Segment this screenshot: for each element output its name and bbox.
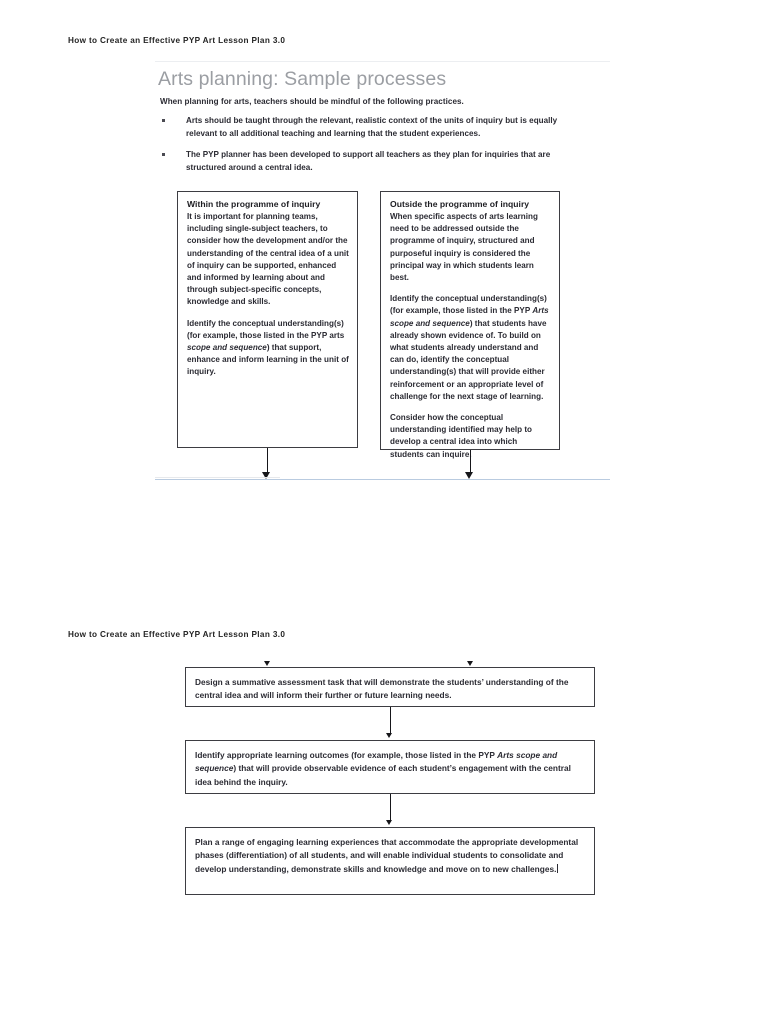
box-paragraph: Identify the conceptual understanding(s)… xyxy=(390,293,551,403)
paragraph-tail: ) that students have already shown evide… xyxy=(390,318,547,401)
bullet-marker-icon xyxy=(162,119,165,122)
flow-box-within-programme-of-inquiry: Within the programme of inquiry It is im… xyxy=(177,191,358,448)
section-top-rule xyxy=(155,61,610,62)
paragraph-italic-title: Arts scope and sequence xyxy=(390,306,549,328)
text-cursor-caret xyxy=(556,863,558,873)
list-item-text: Arts should be taught through the releva… xyxy=(186,116,558,138)
box-title: Within the programme of inquiry xyxy=(187,199,321,209)
flow-box-learning-experiences: Plan a range of engaging learning experi… xyxy=(185,827,595,895)
box-paragraph-text: Plan a range of engaging learning experi… xyxy=(195,837,579,874)
arrow-down-icon xyxy=(465,472,473,479)
box-paragraph: Identify appropriate learning outcomes (… xyxy=(195,749,584,789)
arrow-down-icon xyxy=(386,733,392,738)
connector-line-outside xyxy=(469,450,471,474)
box-paragraph: It is important for planning teams, incl… xyxy=(187,212,349,307)
arrow-down-icon xyxy=(467,661,473,666)
running-header-page-1: How to Create an Effective PYP Art Lesso… xyxy=(68,36,286,45)
box-paragraph: Design a summative assessment task that … xyxy=(195,677,569,701)
arrow-down-icon xyxy=(386,820,392,825)
arrow-down-icon xyxy=(262,472,270,479)
section-divider-rule xyxy=(155,479,610,481)
flow-box-outside-programme-of-inquiry: Outside the programme of inquiry When sp… xyxy=(380,191,560,459)
paragraph-tail: ) that will provide observable evidence … xyxy=(195,763,571,787)
paragraph-lead: Identify the conceptual understanding(s)… xyxy=(187,318,345,340)
bullet-marker-icon xyxy=(162,153,165,156)
box-paragraph: When specific aspects of arts learning n… xyxy=(390,212,538,283)
arrow-down-icon xyxy=(264,661,270,666)
box-title: Outside the programme of inquiry xyxy=(390,199,530,209)
page-title: Arts planning: Sample processes xyxy=(158,68,447,90)
list-item: Arts should be taught through the releva… xyxy=(160,115,590,140)
list-item-text: The PYP planner has been developed to su… xyxy=(186,150,551,172)
practices-bullet-list: Arts should be taught through the releva… xyxy=(160,115,590,183)
paragraph-lead: Identify appropriate learning outcomes (… xyxy=(195,750,498,760)
paragraph-italic-title: scope and sequence xyxy=(187,343,267,353)
flow-box-summative-assessment: Design a summative assessment task that … xyxy=(185,667,595,707)
running-header-page-2: How to Create an Effective PYP Art Lesso… xyxy=(68,630,286,639)
connector-line-summative-to-outcomes xyxy=(389,707,391,735)
box-paragraph: Plan a range of engaging learning experi… xyxy=(195,836,584,876)
paragraph-lead: Identify the conceptual understanding(s)… xyxy=(390,294,547,316)
flow-box-learning-outcomes: Identify appropriate learning outcomes (… xyxy=(185,740,595,794)
box-paragraph: Consider how the conceptual understandin… xyxy=(390,413,533,459)
connector-line-outcomes-to-experiences xyxy=(389,794,391,822)
section-divider-shadow xyxy=(155,477,280,478)
paragraph-tail: ) that support, enhance and inform learn… xyxy=(187,343,349,377)
intro-paragraph: When planning for arts, teachers should … xyxy=(160,97,464,106)
list-item: The PYP planner has been developed to su… xyxy=(160,149,590,174)
paragraph-italic-title: Arts scope and sequence xyxy=(195,750,558,774)
connector-line-within xyxy=(266,448,268,474)
box-paragraph: Identify the conceptual understanding(s)… xyxy=(187,318,349,379)
